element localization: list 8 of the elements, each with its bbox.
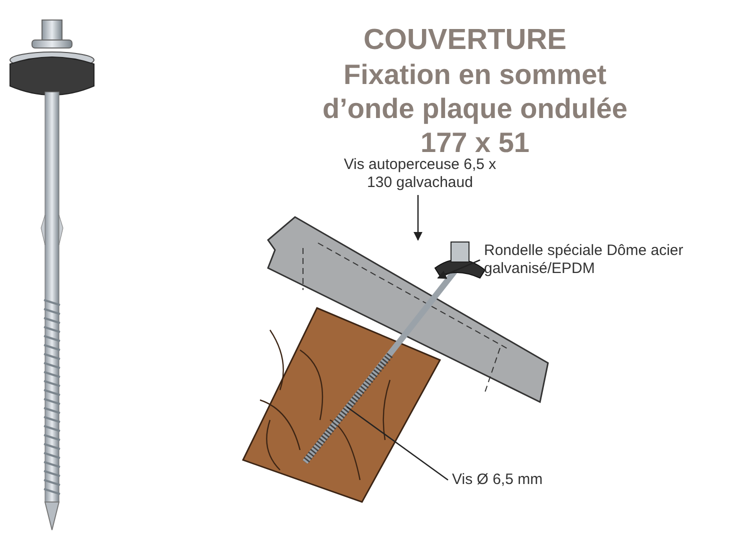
- leader-line: [346, 406, 448, 481]
- callout-text: Vis autoperceuse 6,5 x 130 galvachaud: [340, 156, 500, 192]
- title: COUVERTURE: [362, 24, 568, 57]
- subtitle: Fixation en sommet d’onde plaque ondulée 177 x 51: [322, 58, 628, 158]
- leader-arrow: [413, 195, 423, 241]
- callout-text: Vis Ø 6,5 mm: [452, 471, 582, 489]
- leader-arrow: [437, 259, 480, 279]
- callout-text: Rondelle spéciale Dôme acier galvanisé/EPDM: [484, 242, 724, 278]
